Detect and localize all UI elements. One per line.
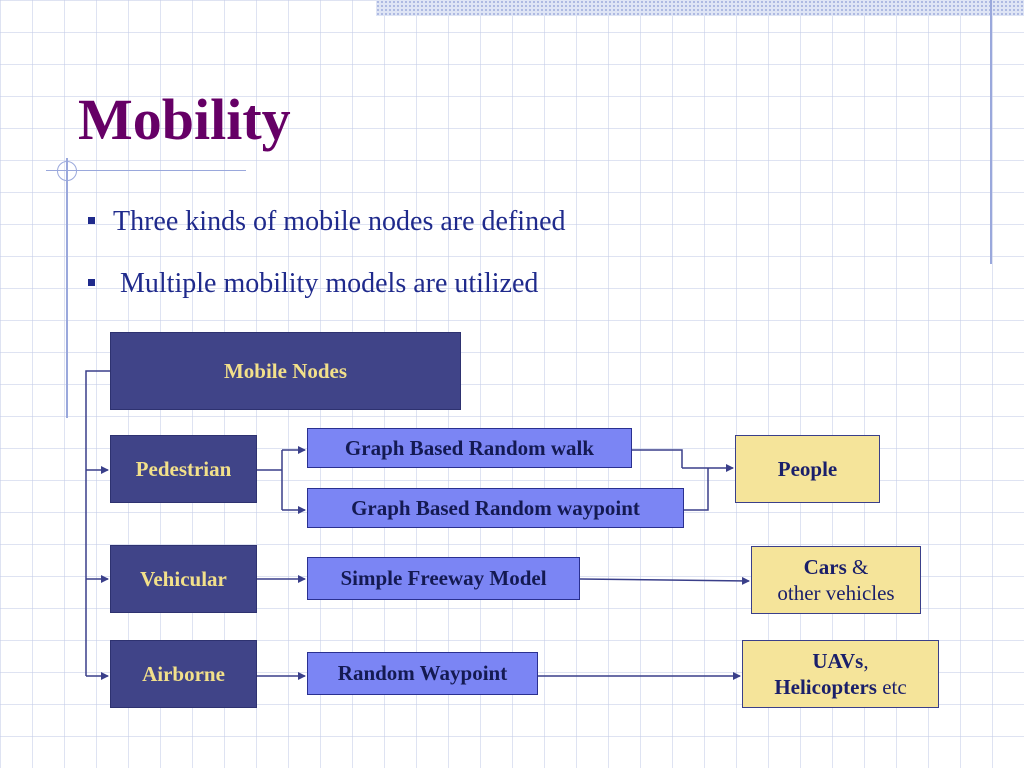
uavs-line-1: UAVs, (812, 648, 868, 674)
uavs-label: UAVs (812, 648, 864, 673)
bullet-text: Multiple mobility models are utilized (113, 268, 539, 299)
helicopters-label: Helicopters (774, 675, 877, 699)
cars-suffix: & (846, 554, 869, 579)
vehicular-box: Vehicular (110, 545, 257, 613)
graph-random-walk-box: Graph Based Random walk (307, 428, 632, 468)
uavs-box: UAVs, Helicopters etc (742, 640, 939, 708)
bullet-square-icon (88, 279, 95, 287)
pedestrian-split-line (257, 450, 283, 510)
simple-freeway-model-box: Simple Freeway Model (307, 557, 580, 600)
people-label: People (777, 456, 838, 481)
cars-box: Cars & other vehicles (751, 546, 921, 614)
graph-random-waypoint-box: Graph Based Random waypoint (307, 488, 684, 528)
cars-label: Cars (803, 554, 847, 579)
cars-line-1: Cars & (804, 554, 869, 580)
bullet-item: Three kinds of mobile nodes are defined (88, 206, 566, 238)
bullet-text: Three kinds of mobile nodes are defined (113, 206, 566, 237)
decorative-circle (57, 161, 77, 181)
bullet-item: Multiple mobility models are utilized (88, 268, 538, 300)
people-box: People (735, 435, 880, 503)
bullet-square-icon (88, 217, 95, 225)
waypoint-to-people-line (684, 468, 709, 511)
title-underline (46, 170, 246, 171)
random-waypoint-box: Random Waypoint (307, 652, 538, 695)
uavs-suffix: , (863, 648, 869, 673)
cars-line-2: other vehicles (777, 581, 895, 605)
left-decorative-line (66, 158, 68, 418)
arrow-to-cars (579, 576, 750, 585)
walk-to-people-line (632, 449, 683, 468)
top-decorative-band (376, 0, 1024, 16)
slide-title: Mobility (78, 87, 291, 152)
mobile-nodes-box: Mobile Nodes (110, 332, 461, 410)
airborne-box: Airborne (110, 640, 257, 708)
trunk-line (85, 370, 110, 676)
pedestrian-box: Pedestrian (110, 435, 257, 503)
helicopters-suffix: etc (876, 675, 907, 699)
right-decorative-line (990, 0, 992, 264)
uavs-line-2: Helicopters etc (774, 674, 906, 700)
